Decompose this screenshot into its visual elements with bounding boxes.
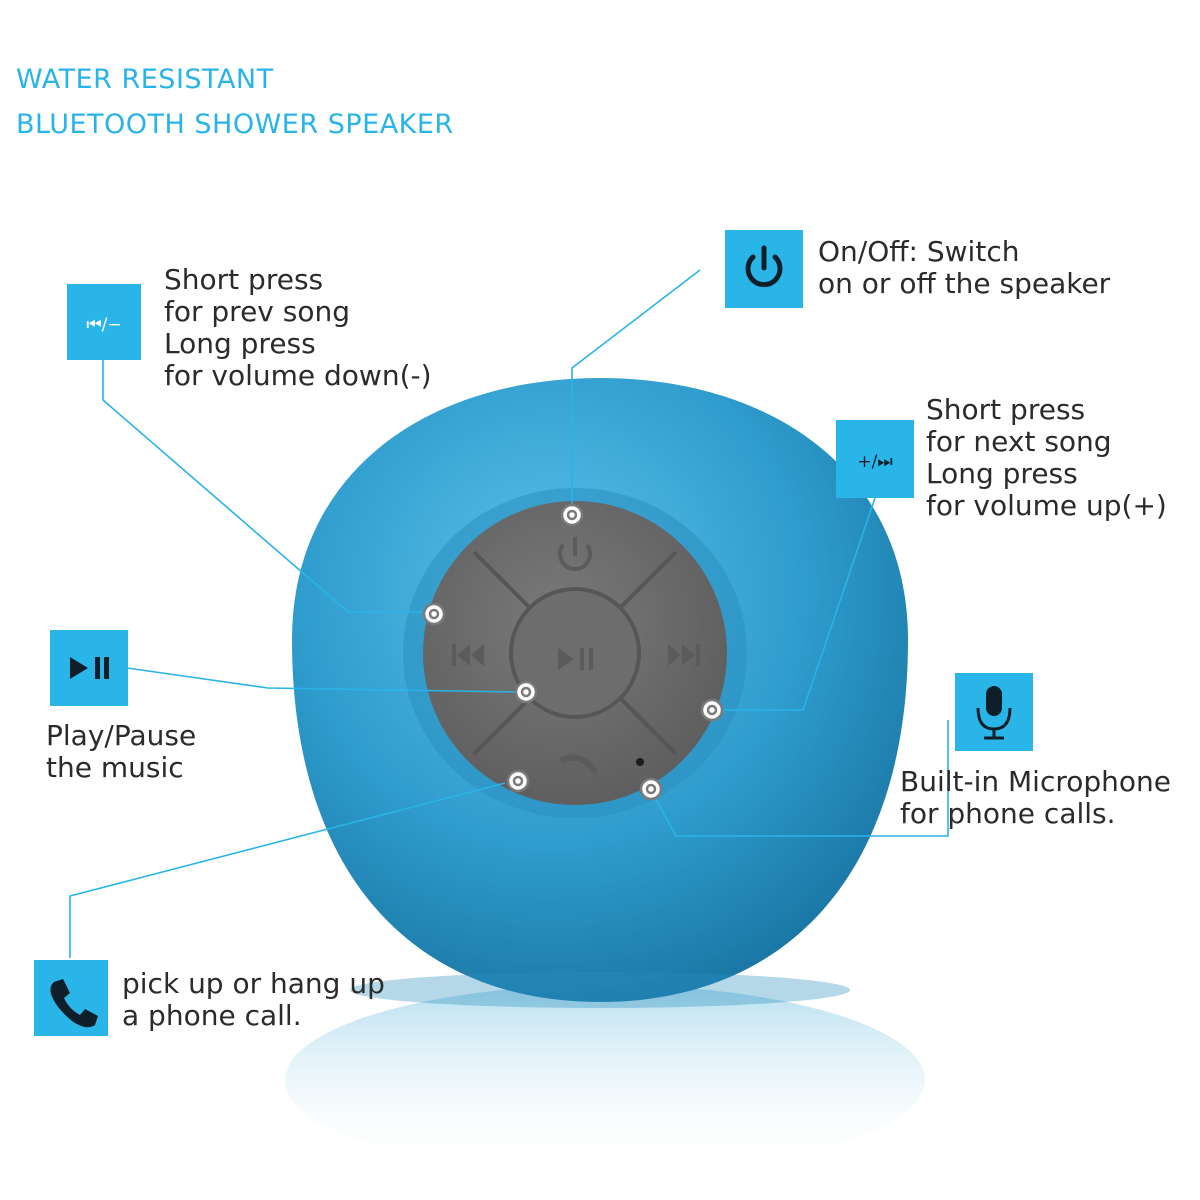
icon-box-mic [955,673,1033,751]
play-description-line: Play/Pause [46,719,197,752]
icon-box-play [50,630,128,706]
power-icon [745,245,783,288]
play-pause-icon [70,657,109,679]
target-markers [422,503,724,801]
microphone-icon [976,686,1012,740]
prev-description-line: Short press [164,263,324,296]
mic-description-line: for phone calls. [900,797,1116,830]
play-description-line: the music [46,751,184,784]
next-description-line: Long press [926,457,1078,490]
microphone-description: Built-in Microphone for phone calls. [900,766,1171,830]
phone-icon [50,979,98,1028]
prev-description-line: Long press [164,327,316,360]
prev-description-line: for prev song [164,295,351,328]
mic-hole [636,758,644,766]
title-line-2: BLUETOOTH SHOWER SPEAKER [16,109,454,140]
play-pause-description: Play/Pause the music [46,720,196,784]
icon-box-power [725,230,803,308]
prev-button-description: Short press for prev song Long press for… [164,264,432,392]
next-description-line: for volume up(+) [926,489,1167,522]
panel-prev-symbol [452,644,484,666]
panel-play-pause-symbol [558,648,593,670]
prev-description-line: for volume down(-) [164,359,432,392]
power-button-description: On/Off: Switch on or off the speaker [818,236,1110,300]
panel-phone-symbol [560,754,597,773]
panel-next-symbol [668,644,700,666]
volume-up-next-icon: +/⏭ [857,452,892,472]
marker-call [506,769,530,793]
button-panel [423,501,727,805]
next-description-line: Short press [926,393,1086,426]
marker-next [700,698,724,722]
icon-box-call [34,960,108,1036]
prev-volume-down-icon: ⏮/− [86,315,121,335]
next-description-line: for next song [926,425,1112,458]
call-description-line: pick up or hang up [122,967,385,1000]
marker-play [514,680,538,704]
leader-lines [69,269,949,958]
next-button-description: Short press for next song Long press for… [926,394,1167,522]
icon-box-next: +/⏭ [836,420,914,498]
power-description-line: On/Off: Switch [818,235,1020,268]
marker-prev [422,602,446,626]
power-description-line: on or off the speaker [818,267,1111,300]
mic-description-line: Built-in Microphone [900,765,1172,798]
icon-box-prev: ⏮/− [67,284,141,360]
marker-mic [639,777,663,801]
marker-power [560,503,584,527]
call-description-line: a phone call. [122,999,302,1032]
title-line-1: WATER RESISTANT [16,64,274,95]
panel-power-symbol [558,537,592,571]
call-button-description: pick up or hang up a phone call. [122,968,385,1032]
speaker-reflection [285,985,925,1175]
